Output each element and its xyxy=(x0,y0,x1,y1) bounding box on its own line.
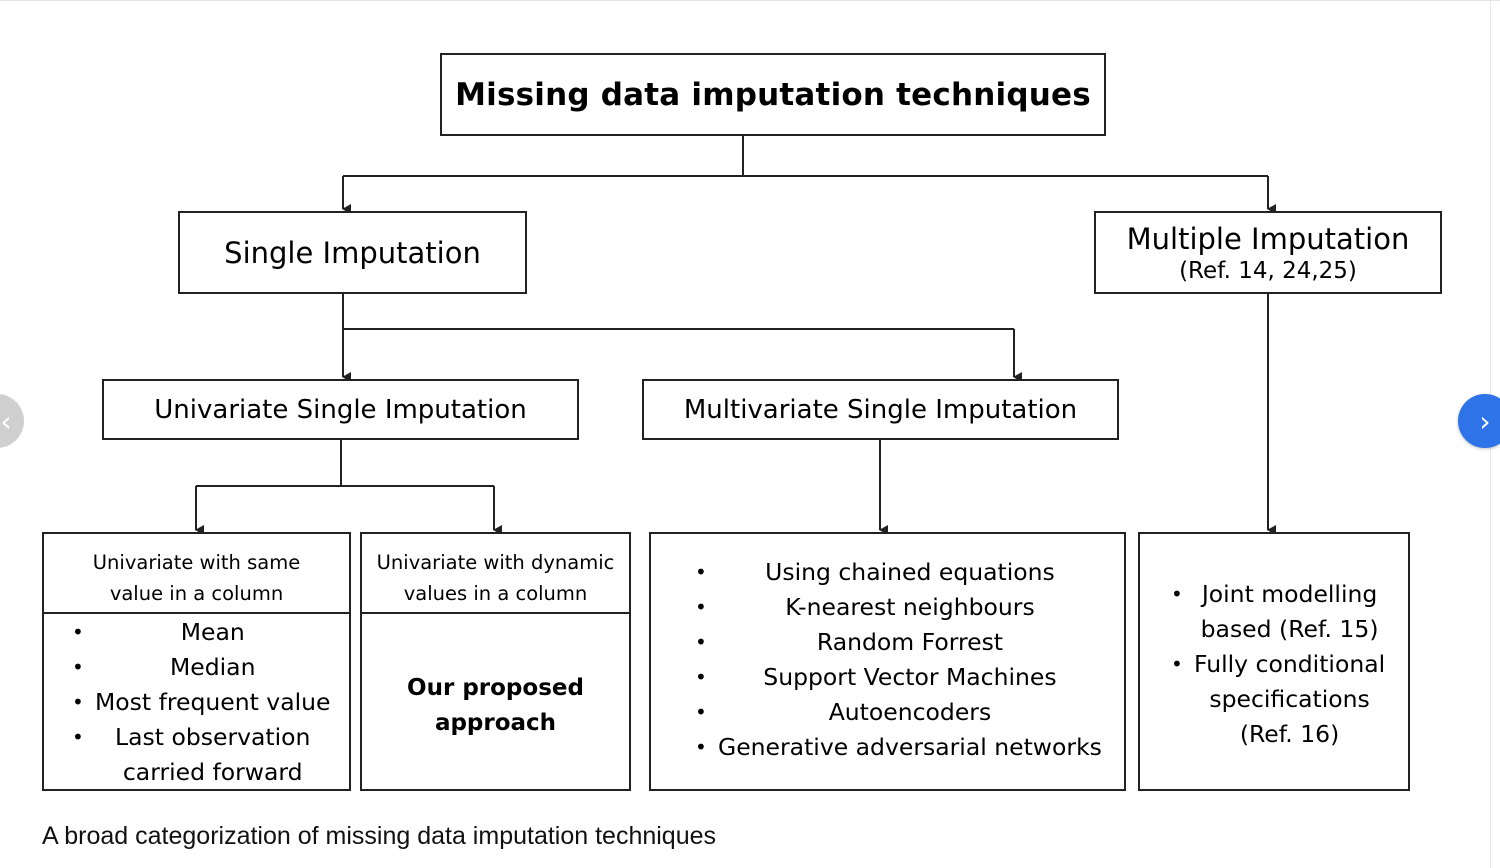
single-imputation-label: Single Imputation xyxy=(224,235,481,270)
proposed-approach: Our proposed approach xyxy=(362,671,629,741)
multiple-imputation-label: Multiple Imputation xyxy=(1126,221,1410,256)
proposed-approach-line: Our proposed xyxy=(407,675,584,701)
uni-dynamic-node: Univariate with dynamic values in a colu… xyxy=(360,532,631,791)
list-item: •Generative adversarial networks xyxy=(695,733,1102,761)
multivariate-methods-node: •Using chained equations •K-nearest neig… xyxy=(649,532,1126,791)
list-item-continuation: specifications xyxy=(1209,685,1370,713)
univariate-label: Univariate Single Imputation xyxy=(154,394,527,425)
list-item: •Fully conditional xyxy=(1171,650,1386,678)
single-imputation-node: Single Imputation xyxy=(178,211,527,294)
list-item: •Last observation xyxy=(72,723,311,751)
chevron-left-icon: ‹ xyxy=(0,404,12,438)
list-item-continuation: (Ref. 16) xyxy=(1239,720,1340,748)
list-item-continuation: based (Ref. 15) xyxy=(1200,615,1379,643)
uni-same-heading-line: value in a column xyxy=(109,582,284,605)
list-item: •Autoencoders xyxy=(695,698,992,726)
uni-dynamic-heading-line: Univariate with dynamic xyxy=(376,551,615,574)
list-item: •K-nearest neighbours xyxy=(695,593,1035,621)
list-item: •Joint modelling xyxy=(1171,580,1378,608)
uni-same-divider xyxy=(44,612,349,614)
list-item: •Support Vector Machines xyxy=(695,663,1057,691)
root-node-label: Missing data imputation techniques xyxy=(455,76,1091,113)
figure-caption: A broad categorization of missing data i… xyxy=(42,822,717,850)
root-node: Missing data imputation techniques xyxy=(440,53,1106,136)
multiple-methods-node: •Joint modelling based (Ref. 15) •Fully … xyxy=(1138,532,1410,791)
list-item: •Using chained equations xyxy=(695,558,1055,586)
multiple-imputation-ref: (Ref. 14, 24,25) xyxy=(1179,257,1357,284)
uni-same-node: Univariate with same value in a column •… xyxy=(42,532,351,791)
list-item: •Most frequent value xyxy=(72,688,331,716)
univariate-node: Univariate Single Imputation xyxy=(102,379,579,440)
uni-dynamic-heading-line: values in a column xyxy=(403,582,588,605)
uni-dynamic-divider xyxy=(362,612,629,614)
uni-same-heading: Univariate with same value in a column xyxy=(44,547,349,609)
list-item-continuation: carried forward xyxy=(122,758,303,786)
uni-dynamic-heading: Univariate with dynamic values in a colu… xyxy=(362,547,629,609)
proposed-approach-line: approach xyxy=(434,710,557,736)
top-divider xyxy=(0,0,1500,1)
multiple-imputation-node: Multiple Imputation (Ref. 14, 24,25) xyxy=(1094,211,1442,294)
uni-same-list: •Mean •Median •Most frequent value •Last… xyxy=(66,615,331,790)
multivariate-label: Multivariate Single Imputation xyxy=(683,394,1078,425)
next-button[interactable]: › xyxy=(1458,394,1500,448)
uni-same-heading-line: Univariate with same xyxy=(92,551,301,574)
multiple-methods-list: •Joint modelling based (Ref. 15) •Fully … xyxy=(1165,577,1385,752)
multivariate-node: Multivariate Single Imputation xyxy=(642,379,1119,440)
chevron-right-icon: › xyxy=(1479,404,1491,438)
list-item: •Mean xyxy=(72,618,245,646)
list-item: •Random Forrest xyxy=(695,628,1004,656)
multivariate-methods-list: •Using chained equations •K-nearest neig… xyxy=(689,555,1102,765)
list-item: •Median xyxy=(72,653,256,681)
